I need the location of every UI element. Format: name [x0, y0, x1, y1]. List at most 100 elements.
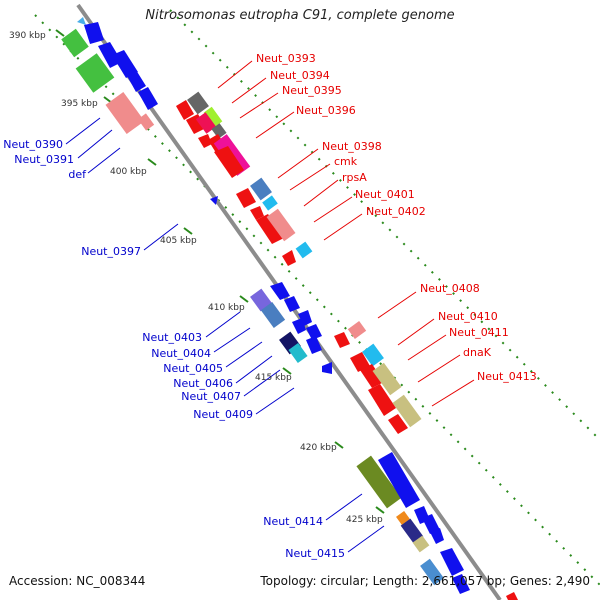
- kbp-tick-label: 425 kbp: [346, 515, 383, 525]
- reverse-gene[interactable]: [137, 113, 155, 131]
- forward-gene[interactable]: [203, 106, 223, 128]
- accession-label: Accession: NC_008344: [9, 574, 146, 588]
- reverse-gene[interactable]: [284, 296, 300, 312]
- reverse-gene[interactable]: [84, 22, 104, 44]
- forward-gene[interactable]: [362, 343, 384, 367]
- forward-gene[interactable]: [372, 362, 402, 396]
- reverse-gene[interactable]: [112, 50, 138, 78]
- reverse-gene[interactable]: [440, 548, 464, 576]
- gene-label-forward[interactable]: cmk: [334, 155, 358, 168]
- kbp-tick-label: 395 kbp: [61, 99, 98, 109]
- reverse-gene[interactable]: [77, 17, 86, 25]
- reverse-gene[interactable]: [412, 535, 430, 553]
- reverse-gene[interactable]: [420, 558, 444, 586]
- gene-label-forward[interactable]: Neut_0394: [270, 69, 330, 82]
- reverse-gene[interactable]: [422, 514, 440, 534]
- kbp-tick-label: 390 kbp: [9, 31, 46, 41]
- gene-label-reverse[interactable]: Neut_0405: [163, 362, 223, 375]
- reverse-gene[interactable]: [400, 518, 424, 544]
- forward-gene[interactable]: [506, 592, 518, 600]
- forward-gene[interactable]: [347, 321, 367, 339]
- reverse-gene[interactable]: [126, 70, 146, 92]
- gene-label-forward[interactable]: Neut_0398: [322, 140, 382, 153]
- gene-label-forward[interactable]: Neut_0408: [420, 282, 480, 295]
- gene-label-forward[interactable]: dnaK: [463, 346, 492, 359]
- gene-label-reverse[interactable]: Neut_0414: [263, 515, 323, 528]
- reverse-gene[interactable]: [356, 455, 402, 509]
- forward-gene[interactable]: [392, 394, 422, 428]
- kbp-tick-label: 405 kbp: [160, 236, 197, 246]
- gene-label-reverse[interactable]: Neut_0407: [181, 390, 241, 403]
- gene-label-forward[interactable]: Neut_0396: [296, 104, 356, 117]
- forward-gene[interactable]: [236, 188, 256, 208]
- forward-gene[interactable]: [282, 250, 296, 266]
- reverse-gene[interactable]: [138, 87, 158, 110]
- forward-gene[interactable]: [256, 214, 284, 244]
- gene-label-reverse[interactable]: Neut_0415: [285, 547, 345, 560]
- gene-label-forward[interactable]: Neut_0393: [256, 52, 316, 65]
- reverse-gene[interactable]: [322, 362, 332, 374]
- forward-gene[interactable]: [266, 208, 296, 242]
- reverse-gene-labels: Neut_0390 Neut_0391 def Neut_0397 Neut_0…: [3, 138, 345, 560]
- reverse-gene[interactable]: [105, 91, 145, 135]
- reverse-gene[interactable]: [306, 336, 322, 354]
- forward-gene-labels: Neut_0393 Neut_0394 Neut_0395 Neut_0396 …: [256, 52, 537, 383]
- gene-label-reverse[interactable]: Neut_0390: [3, 138, 63, 151]
- topology-label: Topology: circular; Length: 2,661,057 bp…: [260, 574, 590, 588]
- reverse-gene[interactable]: [270, 282, 290, 300]
- forward-gene[interactable]: [198, 134, 212, 148]
- forward-gene[interactable]: [250, 206, 264, 220]
- gene-label-forward[interactable]: Neut_0402: [366, 205, 426, 218]
- reverse-gene[interactable]: [430, 528, 444, 544]
- reverse-gene[interactable]: [378, 452, 420, 508]
- gene-label-forward[interactable]: Neut_0395: [282, 84, 342, 97]
- reverse-gene[interactable]: [210, 196, 218, 205]
- gene-label-reverse[interactable]: Neut_0391: [14, 153, 74, 166]
- forward-gene[interactable]: [295, 241, 313, 259]
- forward-gene[interactable]: [211, 123, 227, 139]
- gene-label-forward[interactable]: Neut_0401: [355, 188, 415, 201]
- gene-label-forward[interactable]: Neut_0413: [477, 370, 537, 383]
- gene-label-reverse[interactable]: def: [68, 168, 87, 181]
- forward-gene[interactable]: [368, 384, 396, 416]
- reverse-gene[interactable]: [298, 310, 312, 326]
- gene-label-reverse[interactable]: Neut_0397: [81, 245, 141, 258]
- kbp-tick-labels: 390 kbp 395 kbp 400 kbp 405 kbp 410 kbp …: [9, 31, 383, 525]
- forward-leader-lines: [217, 60, 475, 407]
- reverse-leader-lines: [65, 117, 385, 553]
- forward-gene[interactable]: [350, 352, 370, 372]
- forward-gene[interactable]: [187, 91, 209, 115]
- gene-label-reverse[interactable]: Neut_0403: [142, 331, 202, 344]
- gene-label-forward[interactable]: rpsA: [342, 171, 367, 184]
- forward-gene[interactable]: [262, 195, 278, 211]
- gene-label-reverse[interactable]: Neut_0406: [173, 377, 233, 390]
- reverse-gene[interactable]: [452, 574, 470, 594]
- kbp-tick-marks: [55, 29, 385, 514]
- forward-gene[interactable]: [360, 364, 384, 388]
- gene-label-forward[interactable]: Neut_0410: [438, 310, 498, 323]
- kbp-tick-label: 415 kbp: [255, 373, 292, 383]
- reverse-gene[interactable]: [75, 53, 115, 93]
- forward-gene[interactable]: [214, 146, 244, 178]
- gene-label-reverse[interactable]: Neut_0409: [193, 408, 253, 421]
- kbp-tick-label: 400 kbp: [110, 167, 147, 177]
- reverse-gene[interactable]: [250, 288, 272, 312]
- reverse-gene[interactable]: [260, 301, 286, 329]
- forward-gene[interactable]: [334, 332, 350, 348]
- gene-label-reverse[interactable]: Neut_0404: [151, 347, 211, 360]
- reverse-gene[interactable]: [61, 28, 89, 58]
- kbp-tick-label: 410 kbp: [208, 303, 245, 313]
- reverse-gene[interactable]: [306, 324, 322, 340]
- forward-strand-genes: [176, 91, 518, 600]
- map-title: Nitrosomonas eutropha C91, complete geno…: [145, 8, 455, 23]
- forward-gene[interactable]: [250, 177, 272, 201]
- reverse-gene[interactable]: [288, 343, 308, 363]
- outer-dotted-line: [34, 14, 600, 586]
- forward-gene[interactable]: [195, 112, 217, 134]
- inner-dotted-line: [169, 9, 600, 441]
- forward-gene[interactable]: [388, 414, 408, 434]
- gene-label-forward[interactable]: Neut_0411: [449, 326, 509, 339]
- forward-gene[interactable]: [186, 114, 206, 134]
- forward-gene[interactable]: [176, 100, 194, 120]
